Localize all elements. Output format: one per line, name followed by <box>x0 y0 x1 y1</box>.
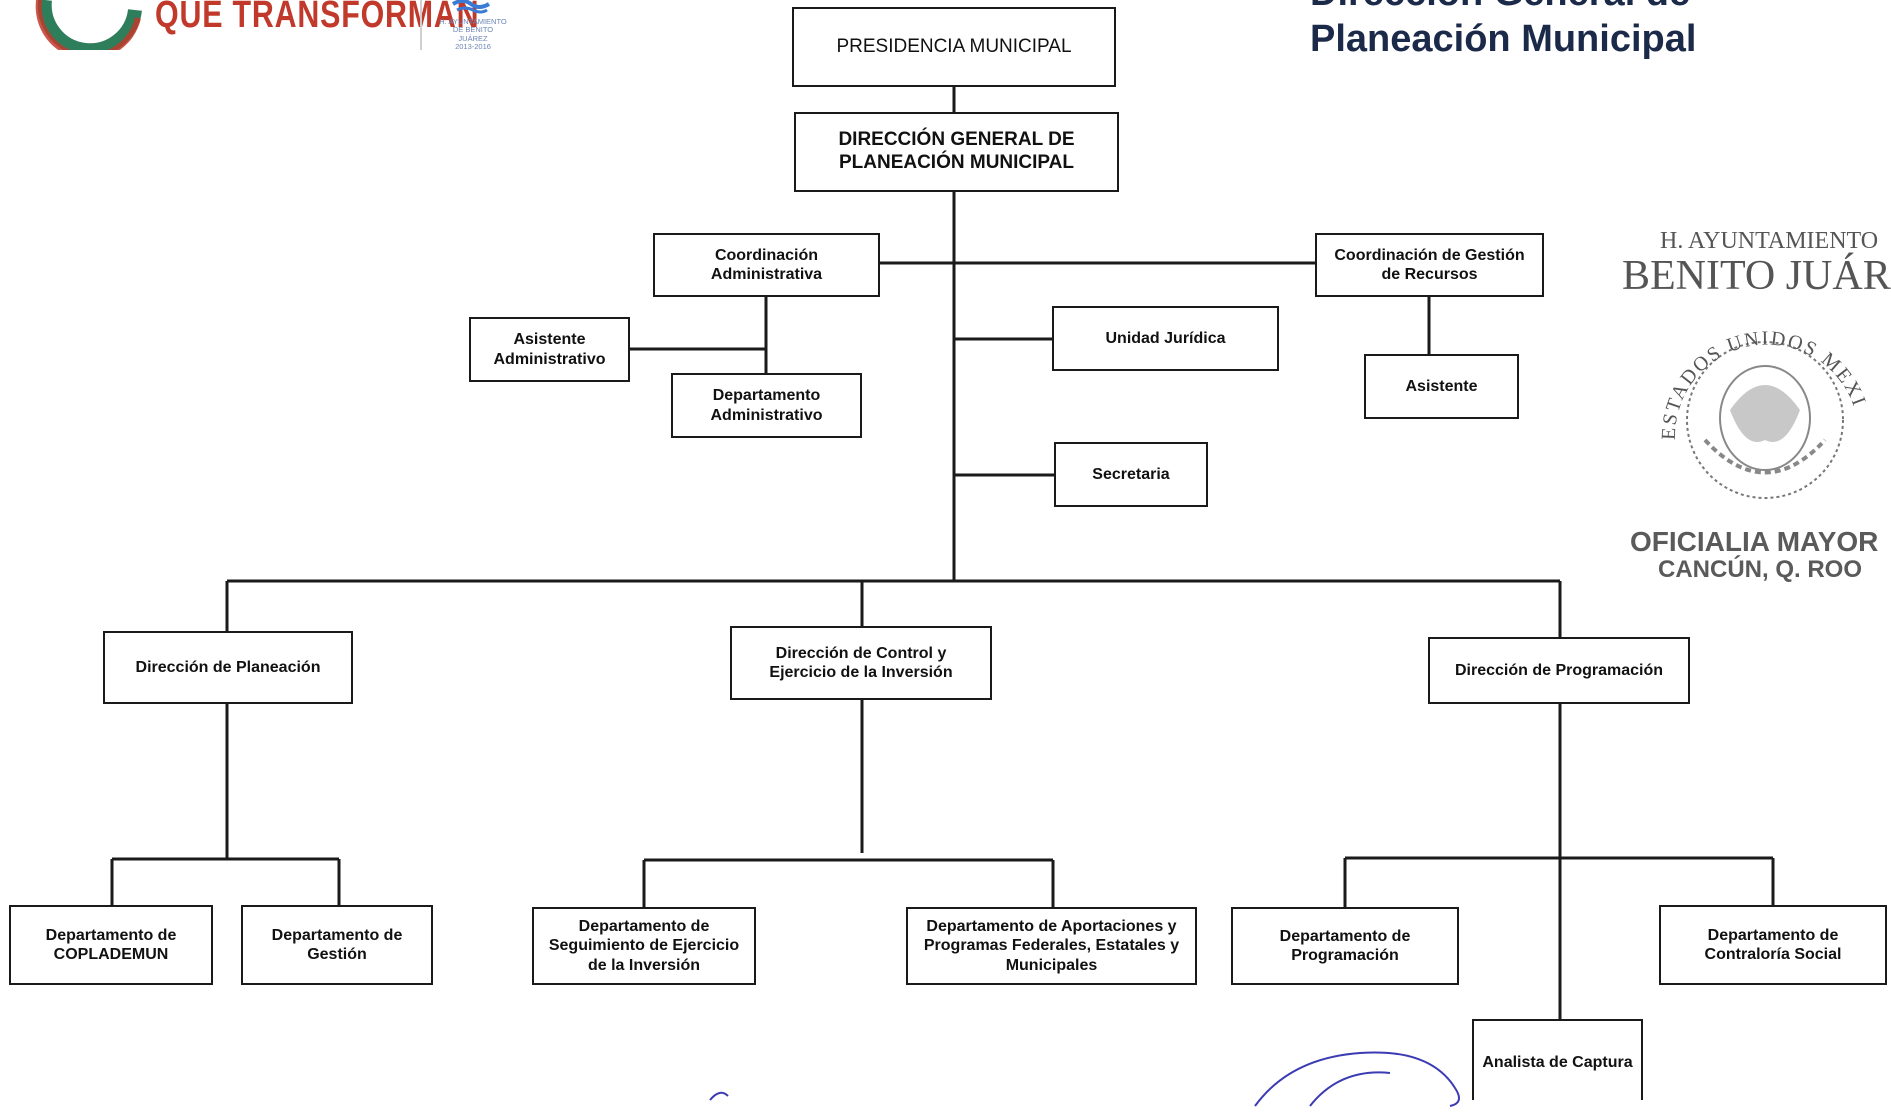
municipal-logo-icon <box>35 0 142 50</box>
box-depto-seguimiento-ejercicio: Departamento de Seguimiento de Ejercicio… <box>532 907 756 985</box>
page-title-line2: Planeación Municipal <box>1310 18 1697 60</box>
box-coordinacion-gestion-recursos: Coordinación de Gestión de Recursos <box>1315 233 1544 297</box>
box-label: Coordinación de Gestión de Recursos <box>1334 246 1525 283</box>
logo-divider <box>420 0 422 50</box>
box-depto-coplademun: Departamento de COPLADEMUN <box>9 905 213 985</box>
box-label: Asistente Administrativo <box>493 331 606 368</box>
box-label: Departamento de Gestión <box>271 926 403 963</box>
page-title-line1: Dirección General de <box>1310 0 1690 15</box>
box-label: Departamento de Contraloría Social <box>1704 926 1842 963</box>
box-asistente-administrativo: Asistente Administrativo <box>469 317 630 382</box>
box-direccion-general: DIRECCIÓN GENERAL DE PLANEACIÓN MUNICIPA… <box>794 112 1119 192</box>
box-depto-gestion: Departamento de Gestión <box>241 905 433 985</box>
box-asistente: Asistente <box>1364 354 1519 419</box>
box-direccion-programacion: Dirección de Programación <box>1428 637 1690 704</box>
box-label: Departamento de COPLADEMUN <box>45 926 177 963</box>
box-analista-captura: Analista de Captura <box>1472 1019 1643 1100</box>
box-depto-programacion: Departamento de Programación <box>1231 907 1459 985</box>
box-label: Departamento de Seguimiento de Ejercicio… <box>548 918 740 974</box>
box-label: Departamento Administrativo <box>710 387 823 424</box>
seal-line2: BENITO JUÁREZ <box>1622 253 1891 299</box>
box-label: Analista de Captura <box>1482 1054 1633 1071</box>
box-unidad-juridica: Unidad Jurídica <box>1052 306 1279 371</box>
box-secretaria: Secretaria <box>1054 442 1208 507</box>
box-label: DIRECCIÓN GENERAL DE PLANEACIÓN MUNICIPA… <box>838 129 1075 173</box>
box-label: Unidad Jurídica <box>1105 329 1226 347</box>
box-depto-aportaciones-programas: Departamento de Aportaciones y Programas… <box>906 907 1197 985</box>
wave-logo-icon <box>451 0 491 14</box>
logo-subtext: H. AYUNTAMIENTO DE BENITO JUÁREZ 2013-20… <box>439 17 507 51</box>
seal-line1: H. AYUNTAMIENTO <box>1660 228 1879 254</box>
box-label: Coordinación Administrativa <box>710 246 823 283</box>
box-coordinacion-administrativa: Coordinación Administrativa <box>653 233 880 297</box>
box-label: Secretaria <box>1092 465 1170 483</box>
box-label: Departamento de Programación <box>1279 927 1411 964</box>
seal-line4: CANCÚN, Q. ROO <box>1658 556 1862 583</box>
box-label: Departamento de Aportaciones y Programas… <box>923 918 1180 974</box>
box-direccion-control-inversion: Dirección de Control y Ejercicio de la I… <box>730 626 992 700</box>
signature-mark-left <box>709 1091 729 1101</box>
box-label: Dirección de Planeación <box>135 658 321 676</box>
box-label: PRESIDENCIA MUNICIPAL <box>836 35 1072 57</box>
box-label: Dirección de Control y Ejercicio de la I… <box>769 644 953 681</box>
seal-line3: OFICIALIA MAYOR <box>1630 526 1879 557</box>
logo-slogan: QUE TRANSFORMAN <box>155 0 480 36</box>
box-depto-contraloria-social: Departamento de Contraloría Social <box>1659 905 1887 985</box>
box-departamento-administrativo: Departamento Administrativo <box>671 373 862 438</box>
box-direccion-planeacion: Dirección de Planeación <box>103 631 353 704</box>
box-presidencia-municipal: PRESIDENCIA MUNICIPAL <box>792 7 1116 87</box>
signature-mark-right <box>1254 1051 1460 1107</box>
box-label: Asistente <box>1405 377 1478 395</box>
coat-of-arms-seal-icon: ESTADOS UNIDOS MEXICANOS <box>1645 290 1868 499</box>
box-label: Dirección de Programación <box>1454 661 1664 679</box>
